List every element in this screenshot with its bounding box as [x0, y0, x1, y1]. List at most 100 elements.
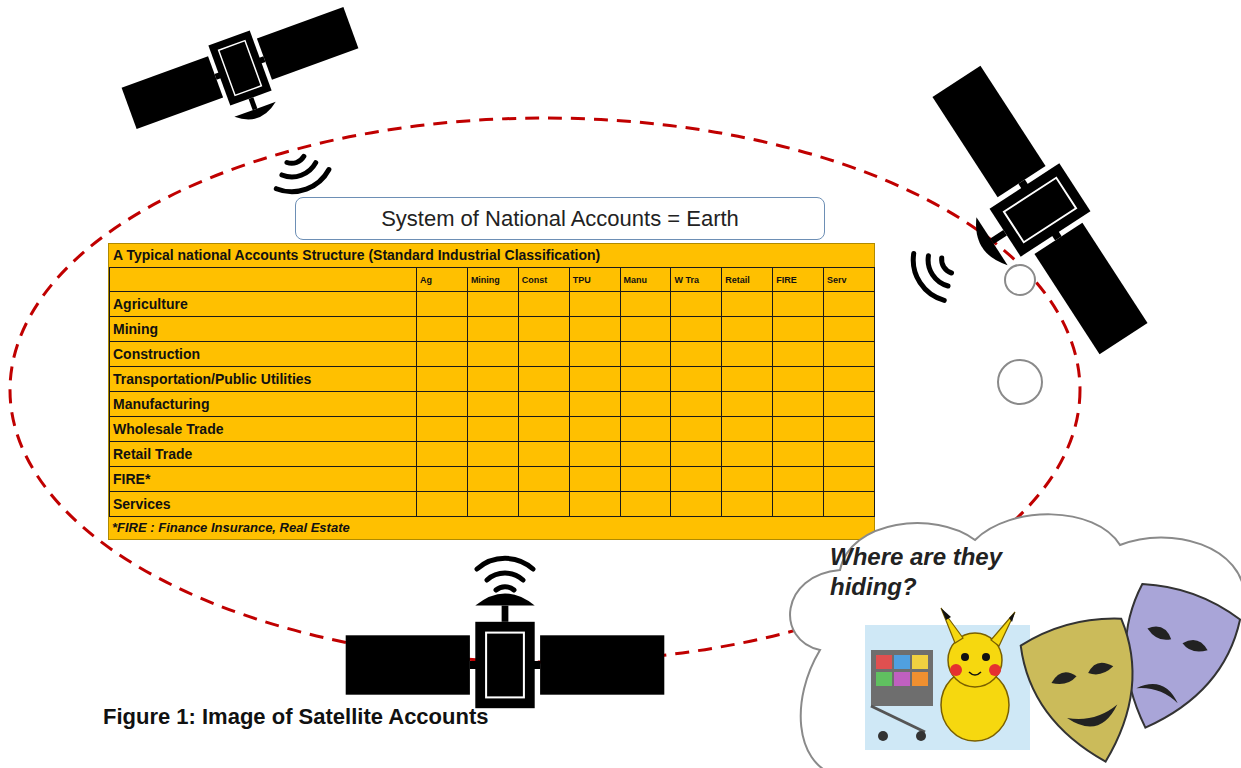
row-header-cell: Wholesale Trade: [109, 416, 417, 442]
row-header-cell: Mining: [109, 316, 417, 342]
table-cell: [772, 366, 824, 392]
table-cell: [416, 316, 468, 342]
column-header-cell: Manu: [620, 267, 672, 292]
column-header-cell: TPU: [569, 267, 621, 292]
table-cell: [518, 416, 570, 442]
table-cell: [670, 341, 722, 367]
row-header-cell: Transportation/Public Utilities: [109, 366, 417, 392]
table-cell: [772, 416, 824, 442]
table-cell: [772, 291, 824, 317]
earth-box: System of National Accounts = Earth: [295, 197, 825, 240]
table-cell: [569, 341, 621, 367]
table-cell: [518, 316, 570, 342]
table-cell: [772, 491, 824, 517]
accounts-table: A Typical national Accounts Structure (S…: [108, 243, 875, 540]
column-header-cell: W Tra: [670, 267, 722, 292]
table-cell: [569, 491, 621, 517]
row-header: Mining: [113, 321, 158, 337]
satellite-top-left: [118, 0, 369, 158]
table-cell: [518, 466, 570, 492]
table-cell: [670, 316, 722, 342]
column-header-cell: Serv: [823, 267, 875, 292]
row-header: FIRE*: [113, 471, 150, 487]
table-cell: [670, 416, 722, 442]
thought-dot: [1005, 265, 1035, 295]
table-cell: [518, 291, 570, 317]
table-cell: [467, 466, 519, 492]
column-header: Retail: [725, 275, 750, 285]
row-header-cell: Retail Trade: [109, 441, 417, 467]
thought-dot: [998, 360, 1042, 404]
thought-cloud: Where are they hiding?: [775, 500, 1241, 768]
column-header: Const: [522, 275, 548, 285]
row-header-cell: Agriculture: [109, 291, 417, 317]
table-cell: [620, 391, 672, 417]
table-cell: [518, 441, 570, 467]
table-cell: [721, 341, 773, 367]
table-cell: [518, 341, 570, 367]
table-cell: [467, 491, 519, 517]
table-cell: [823, 416, 875, 442]
table-cell: [620, 416, 672, 442]
table-cell: [416, 416, 468, 442]
row-header-cell: Construction: [109, 341, 417, 367]
table-cell: [670, 366, 722, 392]
row-header: Wholesale Trade: [113, 421, 223, 437]
row-header: Manufacturing: [113, 396, 209, 412]
table-cell: [416, 491, 468, 517]
table-cell: [823, 341, 875, 367]
table-cell: [518, 491, 570, 517]
table-cell: [569, 316, 621, 342]
cloud-outline: [775, 500, 1241, 768]
table-footnote: *FIRE : Finance Insurance, Real Estate: [112, 520, 350, 535]
column-header-cell: Mining: [467, 267, 519, 292]
signal-waves: [477, 558, 533, 590]
table-cell: [467, 391, 519, 417]
table-cell: [467, 291, 519, 317]
table-cell: [772, 391, 824, 417]
table-cell: [518, 391, 570, 417]
table-cell: [772, 466, 824, 492]
table-cell: [670, 491, 722, 517]
table-cell: [823, 316, 875, 342]
table-cell: [569, 466, 621, 492]
row-header: Agriculture: [113, 296, 188, 312]
box-label: System of National Accounts = Earth: [371, 206, 749, 232]
table-cell: [721, 291, 773, 317]
table-cell: [721, 391, 773, 417]
column-header-cell: Retail: [721, 267, 773, 292]
column-header: W Tra: [674, 275, 699, 285]
table-cell: [823, 391, 875, 417]
satellite-right: [899, 59, 1159, 376]
row-header-cell: Manufacturing: [109, 391, 417, 417]
table-cell: [416, 366, 468, 392]
table-cell: [772, 341, 824, 367]
table-cell: [670, 441, 722, 467]
satellite-bottom: [346, 593, 665, 708]
row-header-cell: FIRE*: [109, 466, 417, 492]
table-cell: [772, 441, 824, 467]
table-cell: [620, 291, 672, 317]
table-footnote-cell: *FIRE : Finance Insurance, Real Estate: [109, 516, 874, 539]
column-header: FIRE: [776, 275, 797, 285]
column-header: Mining: [471, 275, 500, 285]
table-cell: [620, 366, 672, 392]
column-header: Ag: [420, 275, 432, 285]
table-cell: [416, 291, 468, 317]
table-cell: [823, 366, 875, 392]
table-cell: [670, 291, 722, 317]
column-header: Manu: [624, 275, 648, 285]
table-cell: [721, 491, 773, 517]
table-cell: [823, 291, 875, 317]
table-cell: [823, 441, 875, 467]
table-cell: [620, 466, 672, 492]
table-cell: [569, 291, 621, 317]
column-header: Serv: [827, 275, 847, 285]
table-cell: [670, 466, 722, 492]
table-cell: [467, 441, 519, 467]
table-cell: [518, 366, 570, 392]
table-corner-cell: [109, 267, 417, 292]
signal-waves: [269, 150, 332, 199]
table-cell: [416, 441, 468, 467]
